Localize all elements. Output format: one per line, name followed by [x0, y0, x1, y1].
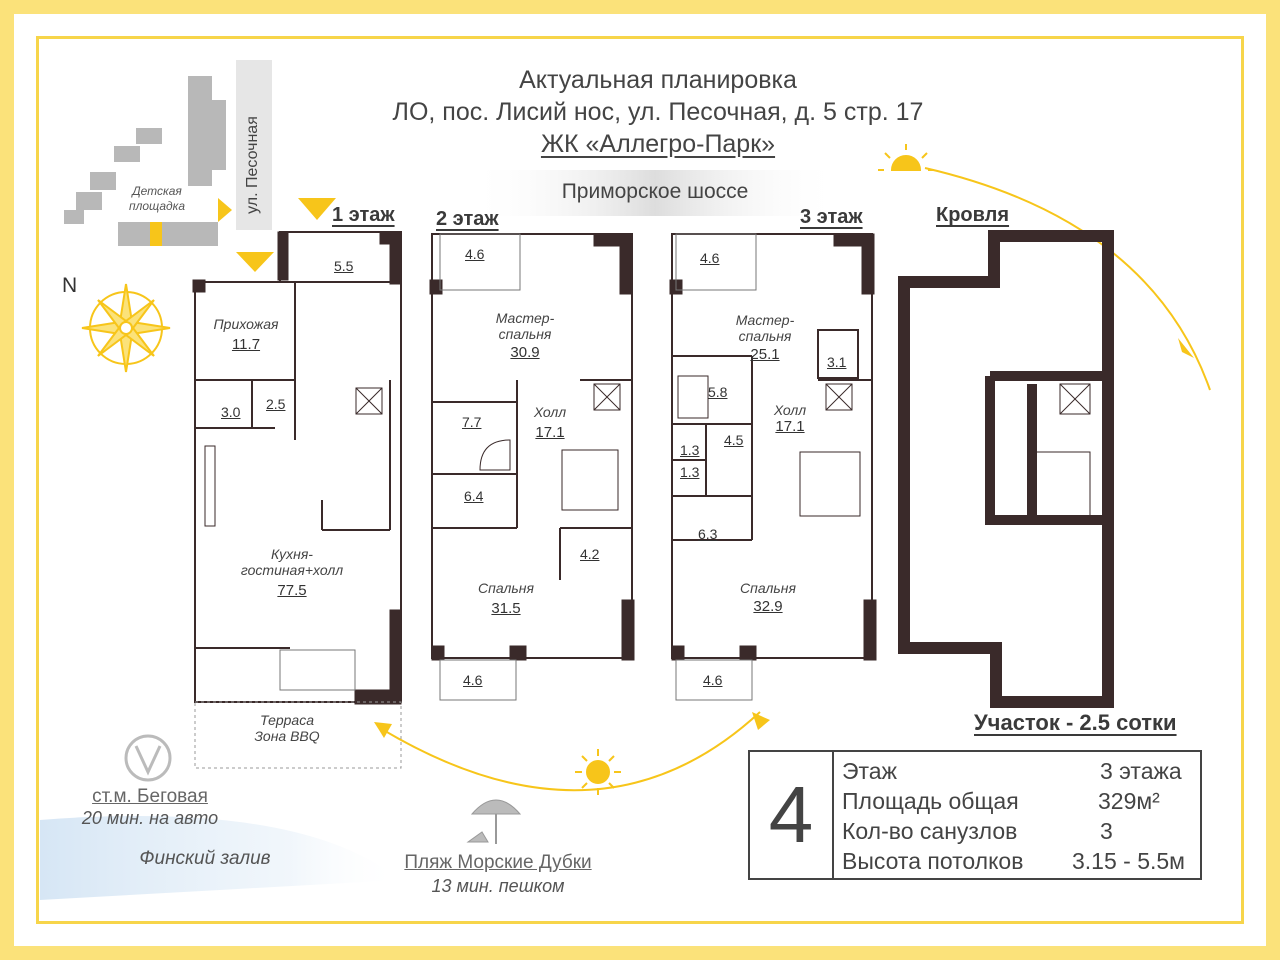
gulf-label: Финский залив: [139, 848, 271, 869]
playground-marker: [150, 222, 162, 246]
title-address: ЛО, пос. Лисий нос, ул. Песочная, д. 5 с…: [392, 98, 924, 126]
inner-border: [36, 36, 1244, 924]
floor-2-label: 2 этаж: [436, 208, 499, 230]
f2-balcony-bottom: 4.6: [463, 672, 483, 688]
f2-balcony-top: 4.6: [465, 246, 485, 262]
f2-hall-name: Холл: [533, 404, 567, 420]
title-complex: ЖК «Аллегро-Парк»: [540, 130, 776, 158]
beach-time: 13 мин. пешком: [431, 876, 565, 896]
metro-icon: [124, 734, 172, 782]
f1-top-area: 5.5: [334, 258, 354, 274]
info-row-area-value: 329м²: [1098, 788, 1160, 814]
f3-laundry-area: 4.5: [724, 432, 744, 448]
roof-plan: [898, 230, 1114, 708]
f3-wc2-area: 1.3: [680, 464, 700, 480]
playground-label: Детская площадка: [128, 184, 186, 213]
f1-terrace-label: Терраса Зона BBQ: [254, 712, 320, 744]
f3-wc1-area: 1.3: [680, 442, 700, 458]
f3-hall-name: Холл: [773, 402, 807, 418]
entrance-marker-1: [298, 198, 336, 220]
f1-hall-name: Прихожая: [213, 316, 279, 332]
street-arrow-marker: [218, 198, 232, 222]
f3-master-area: 25.1: [750, 346, 780, 363]
f2-bath-area: 7.7: [462, 414, 482, 430]
plot-label: Участок - 2.5 сотки: [974, 710, 1177, 735]
street-label-vertical: ул. Песочная: [244, 116, 261, 214]
sun-icon-bottom: [575, 749, 621, 795]
title-line-1: Актуальная планировка: [519, 66, 797, 94]
f1-closet-area: 2.5: [266, 396, 286, 412]
info-number: 4: [750, 752, 834, 878]
sea-wave: [40, 816, 400, 900]
street-label-vertical-wrap: ул. Песочная: [238, 108, 268, 228]
street-strip: [236, 60, 272, 230]
road-strip: [470, 170, 840, 216]
f3-balcony-top: 4.6: [700, 250, 720, 266]
f3-room-a-area: 3.1: [827, 354, 847, 370]
f2-bedroom-area: 31.5: [491, 600, 521, 617]
floor-1-plan: [192, 231, 402, 769]
info-row-ceiling-label: Высота потолков: [842, 848, 1024, 874]
info-row-area-label: Площадь общая: [842, 788, 1019, 814]
floor-2-plan: [429, 233, 635, 701]
info-row-floors-label: Этаж: [842, 758, 897, 784]
floor-3-label: 3 этаж: [800, 206, 863, 228]
entrance-marker-2: [236, 252, 274, 272]
f1-wc-area: 3.0: [221, 404, 241, 420]
f3-master-name: Мастер-спальня: [735, 312, 795, 344]
f1-kitchen-area: 77.5: [277, 582, 307, 599]
f2-master-name: Мастер-спальня: [495, 310, 555, 342]
map-buildings: [64, 76, 226, 246]
f3-bedroom-area: 32.9: [753, 598, 783, 615]
info-row-ceiling-value: 3.15 - 5.5м: [1072, 848, 1185, 874]
info-panel: 4 Этаж 3 этажа Площадь общая 329м² Кол-в…: [748, 750, 1202, 880]
f1-hall-area: 11.7: [231, 336, 261, 353]
north-label: N: [62, 274, 78, 297]
metro-time: 20 мин. на авто: [81, 808, 219, 828]
f3-closet-area: 6.3: [698, 526, 718, 542]
f3-bedroom-name: Спальня: [740, 580, 796, 596]
roof-label: Кровля: [936, 204, 1010, 226]
info-row-baths-label: Кол-во санузлов: [842, 818, 1018, 844]
f2-closet-area: 6.4: [464, 488, 484, 504]
f2-master-area: 30.9: [510, 344, 540, 361]
metro-link[interactable]: ст.м. Беговая: [92, 786, 208, 807]
f2-small-area: 4.2: [580, 546, 600, 562]
sun-icon-top: [878, 144, 934, 171]
beach-link[interactable]: Пляж Морские Дубки: [404, 852, 592, 873]
f3-bath-area: 5.8: [708, 384, 728, 400]
road-label: Приморское шоссе: [561, 180, 749, 203]
f2-bedroom-name: Спальня: [478, 580, 534, 596]
f1-kitchen-name: Кухня-гостиная+холл: [240, 546, 344, 578]
info-row-floors-value: 3 этажа: [1100, 758, 1182, 784]
f3-balcony-bottom: 4.6: [703, 672, 723, 688]
compass-rose: [81, 283, 171, 373]
f2-hall-area: 17.1: [535, 424, 565, 441]
info-row-baths-value: 3: [1100, 818, 1113, 844]
floor-3-plan: [669, 233, 877, 701]
sun-arc-bottom: [379, 711, 761, 792]
floor-1-label: 1 этаж: [332, 204, 395, 226]
f3-hall-area: 17.1: [775, 418, 805, 435]
beach-icon: [466, 799, 522, 844]
